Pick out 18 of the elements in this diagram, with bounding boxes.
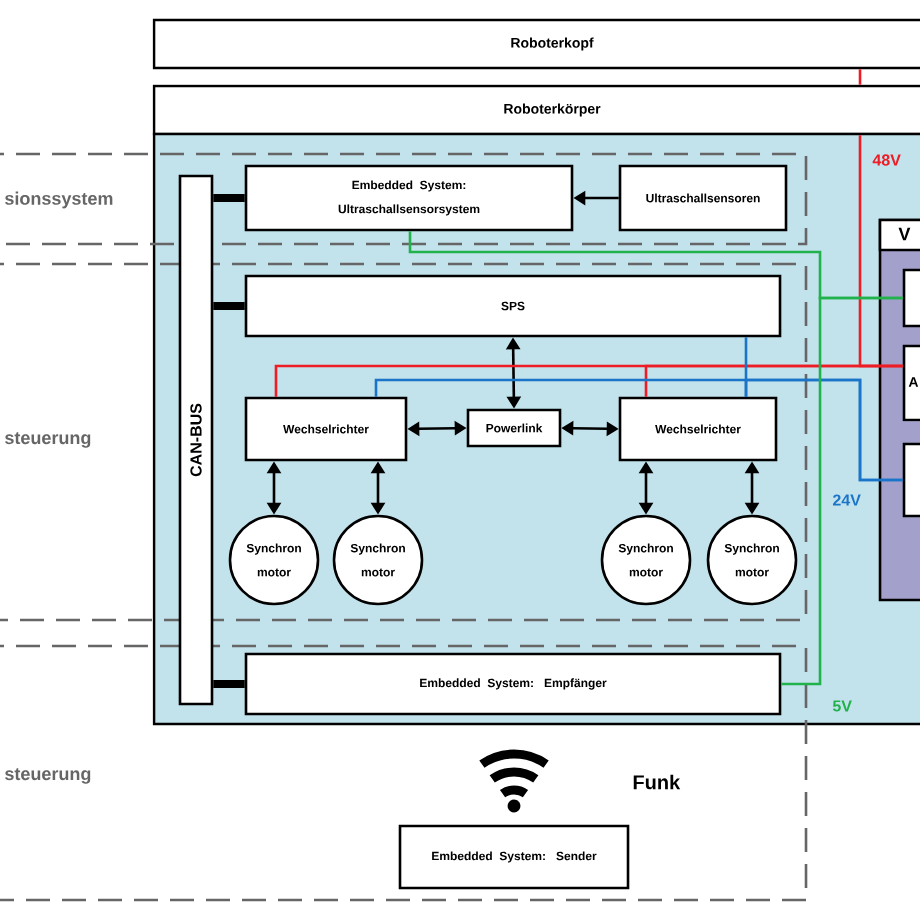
power-line	[744, 337, 748, 397]
bus-connector	[213, 680, 245, 688]
region-label: steuerung	[5, 432, 91, 448]
power-line	[644, 364, 903, 397]
power-line	[858, 69, 862, 85]
component-box	[902, 442, 920, 518]
radio-label: Funk	[633, 774, 681, 790]
power-line	[744, 378, 903, 482]
component-box	[902, 268, 920, 328]
bus-connector	[213, 302, 245, 310]
voltage-label: 48V	[872, 154, 901, 166]
voltage-label: 24V	[833, 494, 861, 506]
voltage-label: 5V	[832, 700, 852, 712]
region-label: sionssystem	[5, 191, 113, 209]
power-line	[781, 296, 903, 686]
region-label: steuerung	[5, 768, 91, 784]
bus-connector	[213, 194, 245, 202]
bus-bar: CAN-BUS	[178, 174, 214, 706]
